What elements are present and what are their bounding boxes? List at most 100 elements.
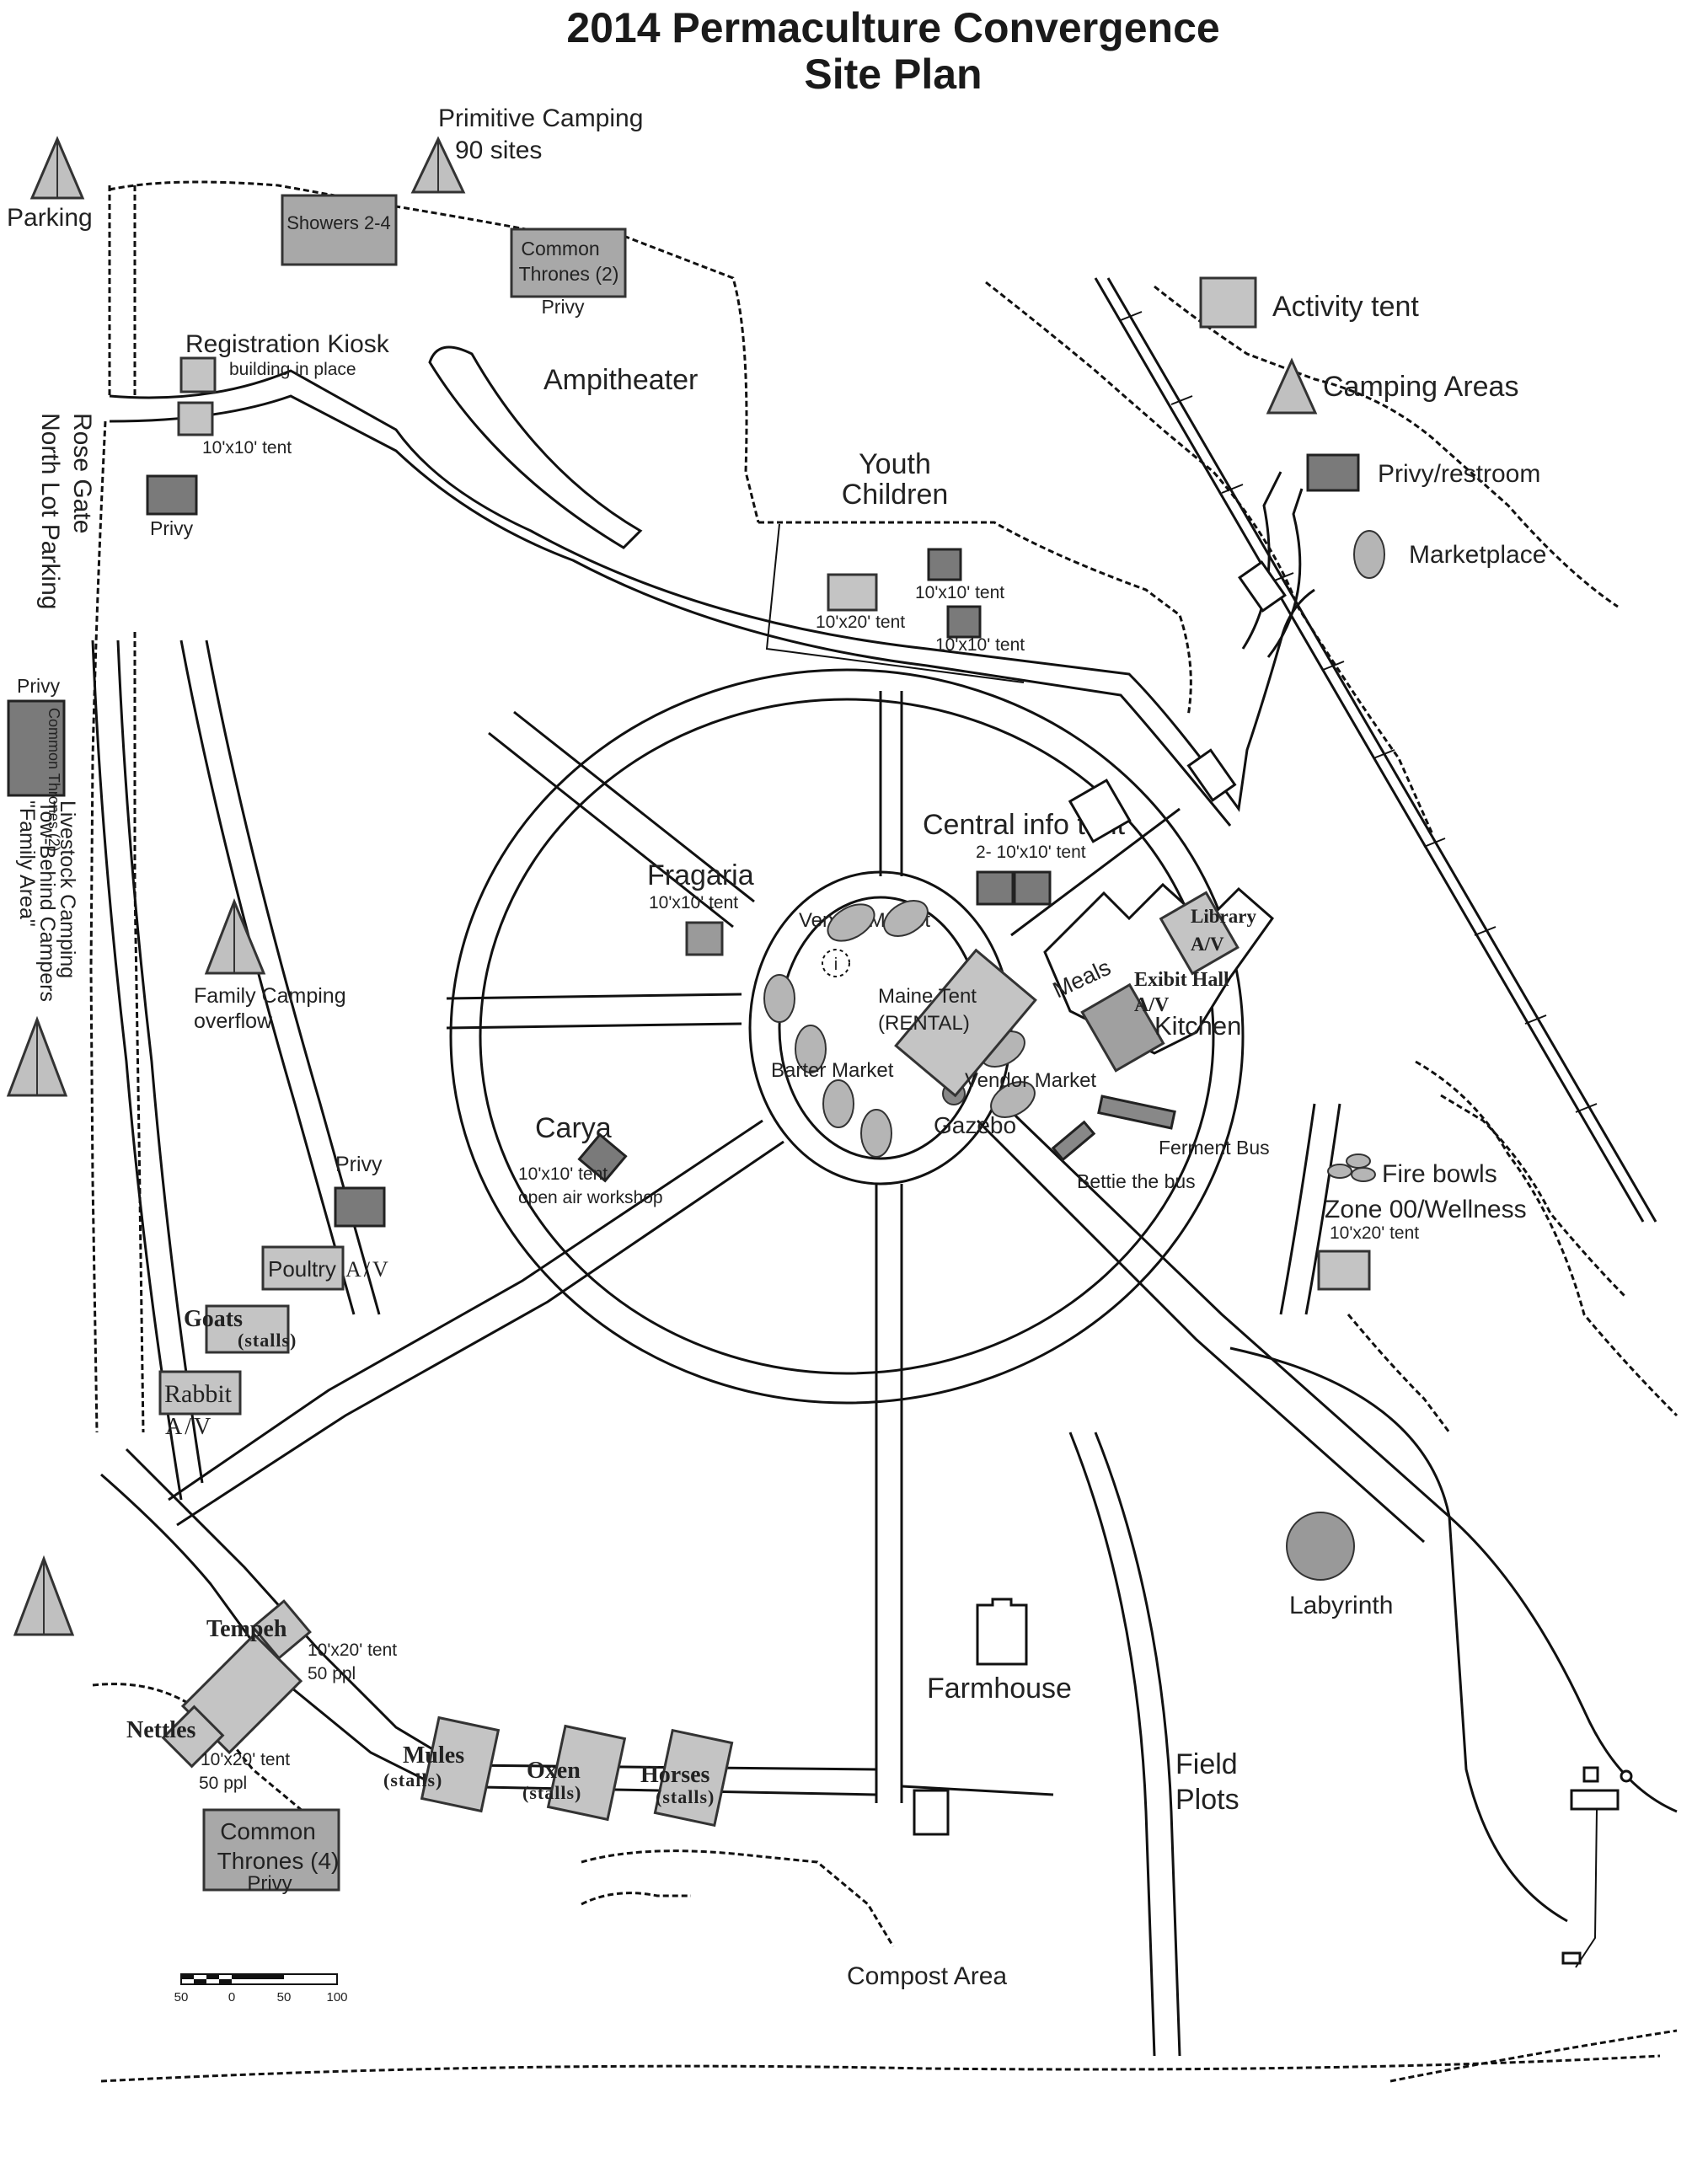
label-tent-10x10-youth-a: 10'x10' tent [915,583,1004,602]
label-horses: Horses [640,1762,710,1788]
boundary-hedges [89,180,1679,2083]
central-info-tent-a [976,870,1015,906]
market-stall [990,1081,1036,1118]
zone-wellness-tent [1317,1250,1371,1291]
scale-bar: 50 0 50 100 [174,1973,348,2004]
youth-tent-10x10-b [946,605,982,639]
fire-bowl [1351,1167,1376,1182]
market-stall [860,1109,892,1158]
label-rabbit-av: A/V [165,1414,213,1440]
label-family-overflow: overflow [194,1009,273,1033]
camping-areas [6,136,466,1636]
label-tent-10x10-youth-b: 10'x10' tent [935,635,1025,655]
label-tempeh: Tempeh [206,1616,287,1642]
horses-stalls [653,1728,734,1828]
southeast-marker [1620,1769,1633,1783]
label-fire-bowls: Fire bowls [1382,1160,1497,1188]
label-poultry: Poultry [268,1256,336,1282]
label-children: Children [842,479,949,511]
label-privy-family: Privy [335,1153,383,1176]
fire-bowls [1327,1153,1376,1182]
east-gate-north [1238,560,1287,613]
library-tent [1159,891,1240,976]
rabbit-tent [158,1370,242,1416]
label-common-thrones-top-2: Thrones (2) [519,263,619,285]
common-thrones-top [510,227,627,298]
carya-tent [577,1132,628,1183]
label-tempeh-ppl: 50 ppl [308,1664,356,1683]
legend-privy-restroom: Privy/restroom [1378,460,1540,488]
label-common-thrones-west: Common Thrones (2) [46,708,62,852]
camping-triangle-west [6,1015,68,1097]
label-nettles-ppl: 50 ppl [199,1774,247,1793]
camping-triangle-southwest [13,1555,75,1636]
label-privy-nw: Privy [150,517,194,539]
youth-tent-10x20 [827,573,878,612]
scale-tick-label: 100 [326,1990,347,2004]
label-goats: Goats [184,1306,243,1332]
label-nettles: Nettles [126,1717,196,1743]
southeast-step [1561,1951,1582,1965]
legend-marketplace: Marketplace [1409,541,1546,569]
label-family-area: "Family Area" [15,800,39,927]
label-mules: Mules [403,1742,464,1769]
legend-camping-areas: Camping Areas [1323,371,1518,403]
label-nettles-tent: 10'x20' tent [201,1750,290,1769]
label-carya-sub2: open air workshop [518,1188,663,1207]
market-stall [763,974,795,1023]
label-common-thrones-south-1: Common [220,1818,316,1844]
label-rose-gate: Rose Gate [68,413,96,533]
legend-camping-swatch [1266,357,1318,415]
label-rabbit: Rabbit [164,1380,233,1408]
label-zone-tent: 10'x20' tent [1330,1223,1419,1243]
market-stall [827,903,875,942]
label-info-symbol: i [834,955,838,974]
oxen-stalls [546,1724,627,1822]
railroad-tracks [1094,277,1657,1223]
camping-triangle-primitive [410,136,466,194]
market-stall [883,900,929,937]
label-tow-behind: Tow-Behind Campers [35,800,59,1002]
label-library: Library [1191,906,1256,927]
exibit-hall-tent [1080,982,1165,1073]
map-legend: Activity tent Camping Areas Privy/restro… [1199,276,1546,579]
label-primitive-camping: Primitive Camping [438,104,643,132]
label-building-in-place: building in place [229,360,356,379]
label-maine-rental: (RENTAL) [878,1012,970,1035]
scale-tick-label: 50 [174,1990,189,2004]
fire-bowl [1327,1164,1352,1179]
registration-tent [177,401,214,436]
common-thrones-south [202,1808,340,1892]
legend-marketplace-swatch [1353,530,1385,579]
label-oxen: Oxen [527,1758,581,1784]
label-parking: Parking [7,204,93,232]
label-poultry-av: A/V [345,1257,391,1282]
label-primitive-sites: 90 sites [455,136,542,164]
legend-privy-swatch [1306,453,1360,492]
map-title-line1: 2014 Permaculture Convergence [566,4,1219,51]
poultry-tent [261,1245,345,1291]
fragaria-tent [685,921,724,956]
tempeh-tent-a [251,1599,312,1660]
southeast-building [1582,1766,1599,1783]
registration-kiosk-building [179,356,217,393]
central-info-building [1068,779,1132,843]
label-compost-area: Compost Area [847,1962,1007,1990]
mules-stalls [420,1715,501,1813]
label-north-lot-parking: North Lot Parking [36,413,64,609]
nettles-tent [161,1705,225,1769]
label-field: Field [1175,1748,1238,1780]
label-privy-west: Privy [17,675,61,697]
central-info-tent-b [1013,870,1052,906]
camping-triangle-parking [29,136,85,200]
label-bettie-bus: Bettie the bus [1077,1170,1196,1192]
label-labyrinth: Labyrinth [1289,1592,1393,1619]
label-library-av: A/V [1191,934,1224,955]
label-privy-south: Privy [247,1872,292,1895]
label-maine-tent: Maine Tent [878,985,977,1008]
info-point-icon [822,949,850,977]
label-ampitheater: Ampitheater [543,364,698,396]
label-showers: Showers 2-4 [286,212,391,233]
label-central-info-sub: 2- 10'x10' tent [976,843,1086,862]
